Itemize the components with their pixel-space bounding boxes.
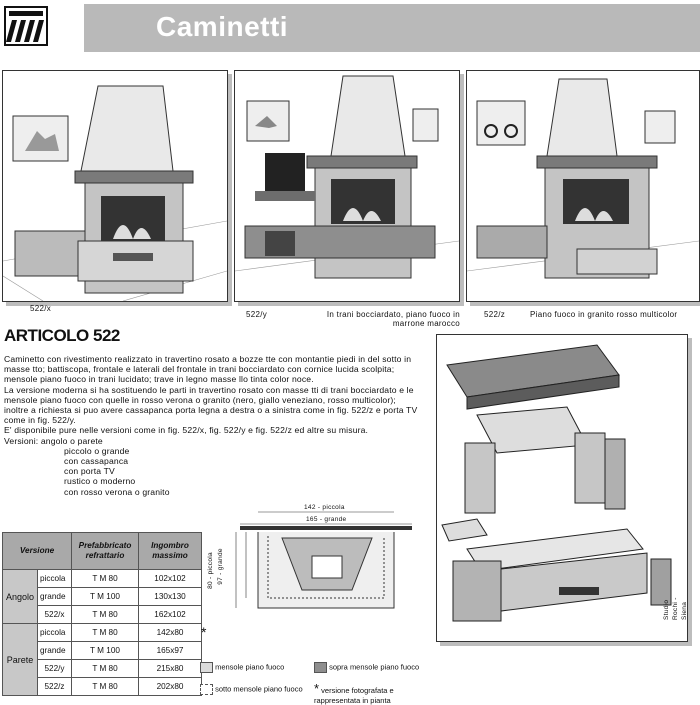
table-cell: 102x102 (138, 569, 202, 588)
swatch-sopra (314, 662, 327, 673)
legend-label: sotto mensole piano fuoco (215, 684, 303, 694)
legend-item: sopra mensole piano fuoco (314, 662, 419, 673)
versions-item: con rosso verona o granito (64, 486, 170, 497)
photo-caption-522z: Piano fuoco in granito rosso multicolor (530, 310, 678, 319)
dim-small-depth: 80 - piccola (206, 552, 214, 589)
table-cell: 522/z (37, 677, 72, 696)
star-marker: * (201, 624, 207, 640)
table-cell: piccola (37, 569, 72, 588)
table-row: Parete piccola T M 80 142x80 * (2, 623, 206, 696)
fireplace-photo-522y (234, 70, 460, 302)
versions-item: con porta TV (64, 466, 115, 477)
dim-large-width: 165 - grande (306, 516, 347, 523)
table-cell: T M 80 (71, 659, 139, 678)
specs-table: Versione Prefabbricato refrattario Ingom… (2, 532, 206, 696)
table-cell: 142x80 * (138, 623, 206, 642)
photo-code-522x: 522/x (30, 304, 52, 313)
table-cell-value: 142x80 (156, 628, 184, 637)
page-title: Caminetti (156, 11, 289, 42)
plan-diagram: 142 - piccola 165 - grande 80 - piccola … (207, 498, 418, 618)
exploded-view-drawing (436, 334, 688, 642)
photo-code-522z: 522/z (484, 310, 506, 319)
versions-line: Versioni: angolo o parete (4, 436, 422, 446)
table-cell: 162x102 (138, 605, 202, 624)
dim-small-width: 142 - piccola (304, 504, 345, 511)
fireplace-photo-522x (2, 70, 228, 302)
table-cell: 522/y (37, 659, 72, 678)
legend-label: versione fotografata e rappresentata in … (314, 686, 394, 705)
specs-table-wrapper: Versione Prefabbricato refrattario Ingom… (2, 532, 206, 696)
table-header: Ingombro massimo (138, 532, 202, 570)
table-row: grande T M 100 165x97 (3, 641, 202, 660)
table-row: 522/x T M 80 162x102 (3, 605, 202, 624)
table-cell: T M 100 (71, 587, 139, 606)
legend-item: * versione fotografata e rappresentata i… (314, 681, 434, 705)
legend-label: mensole piano fuoco (215, 662, 285, 672)
versions-item: rustico o moderno (64, 476, 136, 487)
description-paragraph: E' disponibile pure nelle versioni come … (4, 425, 369, 436)
swatch-mensole (200, 662, 213, 673)
table-cell: T M 80 (71, 677, 139, 696)
swatch-sotto (200, 684, 213, 695)
group-label: Angolo (2, 569, 38, 624)
table-cell: T M 80 (71, 623, 139, 642)
table-cell: T M 80 (71, 569, 139, 588)
photo-caption-522y: In trani bocciardato, piano fuoco in mar… (326, 310, 460, 328)
legend-label: sopra mensole piano fuoco (329, 662, 420, 672)
table-header: Versione (2, 532, 72, 570)
fireplace-photo-522z (466, 70, 700, 302)
versions-item: piccolo o grande (64, 445, 130, 456)
versions-item: angolo o parete (40, 435, 103, 446)
star-marker: * (314, 681, 320, 696)
table-cell: 522/x (37, 605, 72, 624)
title-bar: Caminetti (84, 4, 700, 52)
table-row: Angolo piccola T M 80 102x102 (2, 569, 202, 624)
versions-item: con cassapanca (64, 456, 129, 467)
dim-large-depth: 97 - grande (216, 548, 224, 585)
article-description: Caminetto con rivestimento realizzato in… (4, 354, 422, 497)
table-cell: piccola (37, 623, 72, 642)
group-label: Parete (2, 623, 38, 696)
legend-item: sotto mensole piano fuoco (200, 684, 303, 695)
article-title: ARTICOLO 522 (4, 326, 120, 345)
table-header: Prefabbricato refrattario (71, 532, 139, 570)
photo-credit: Studio Rochi - Siena (663, 597, 688, 620)
photo-code-522y: 522/y (246, 310, 268, 319)
company-logo (4, 6, 48, 46)
description-paragraph: La versione moderna si ha sostituendo le… (4, 384, 418, 426)
table-row: 522/z T M 80 202x80 (3, 677, 202, 696)
versions-label: Versioni: (4, 435, 39, 446)
table-cell: 202x80 (138, 677, 202, 696)
table-cell: 215x80 (138, 659, 202, 678)
table-cell: 165x97 (138, 641, 202, 660)
table-cell: T M 100 (71, 641, 139, 660)
table-row: 522/y T M 80 215x80 (3, 659, 202, 678)
table-cell: grande (37, 641, 72, 660)
legend-item: mensole piano fuoco (200, 662, 284, 673)
table-cell: T M 80 (71, 605, 139, 624)
description-paragraph: Caminetto con rivestimento realizzato in… (4, 354, 412, 385)
table-cell: grande (37, 587, 72, 606)
table-cell: 130x130 (138, 587, 202, 606)
